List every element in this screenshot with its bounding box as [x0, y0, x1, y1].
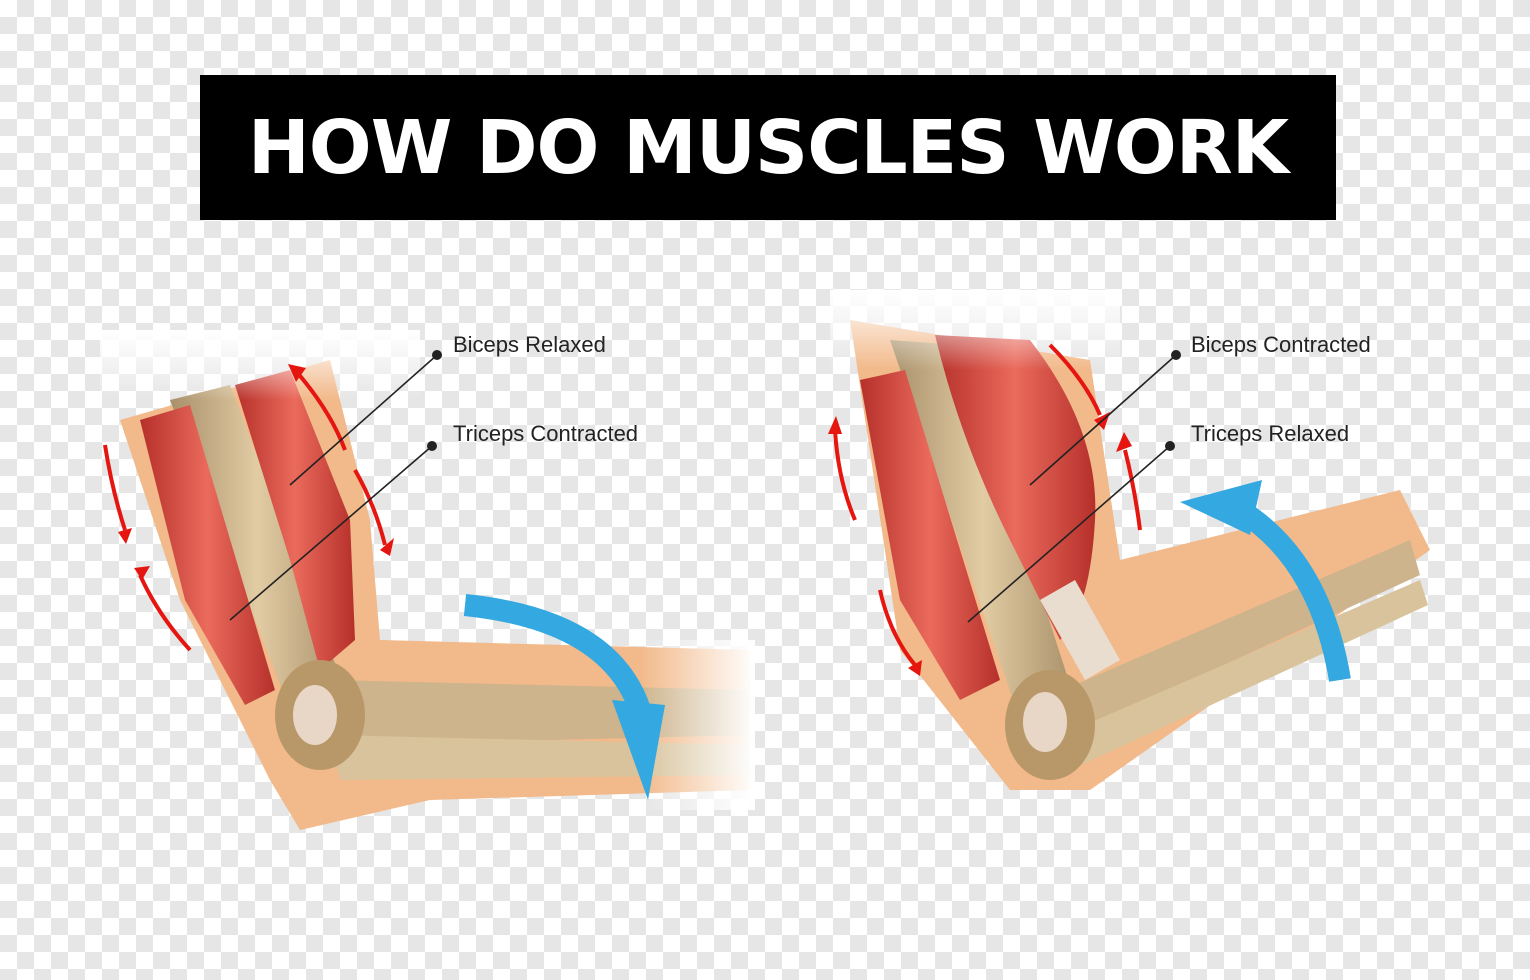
- left-red-arrow-3: [105, 445, 125, 530]
- right-biceps-label: Biceps Contracted: [1191, 332, 1371, 357]
- right-red-arrow-2: [1125, 450, 1140, 530]
- left-biceps-pointer-dot: [432, 350, 442, 360]
- right-triceps-pointer-dot: [1165, 441, 1175, 451]
- right-blue-arrowhead: [1180, 480, 1262, 535]
- right-biceps-pointer-dot: [1171, 350, 1181, 360]
- left-triceps-pointer-dot: [427, 441, 437, 451]
- right-red-arrow-3: [835, 430, 855, 520]
- right-elbow-cartilage: [1023, 692, 1067, 752]
- right-triceps-label: Triceps Relaxed: [1191, 421, 1349, 446]
- right-arm-fade-top: [830, 290, 1120, 370]
- left-triceps-label: Triceps Contracted: [453, 421, 638, 446]
- left-arm-illustration: [100, 330, 755, 830]
- right-arm-illustration: [830, 290, 1430, 790]
- left-biceps-label: Biceps Relaxed: [453, 332, 606, 357]
- left-elbow-cartilage: [293, 685, 337, 745]
- left-arm-fade-top: [100, 330, 420, 400]
